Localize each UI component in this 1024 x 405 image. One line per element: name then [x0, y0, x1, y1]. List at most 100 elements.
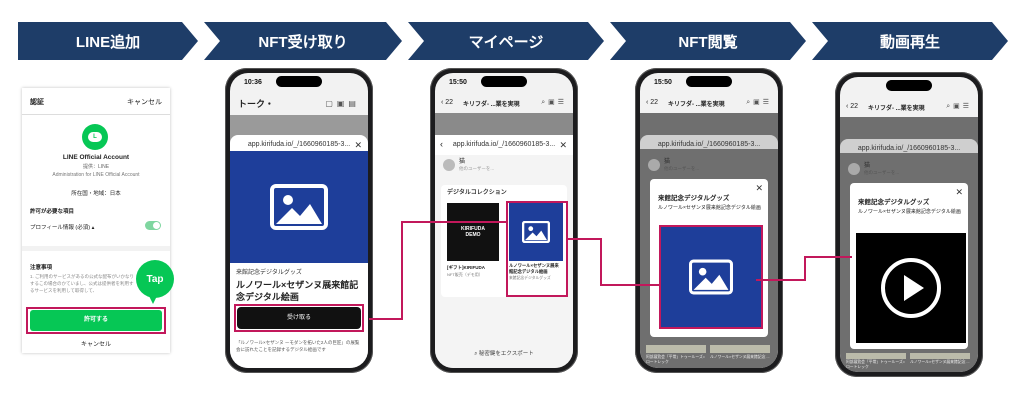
auth-cancel-link[interactable]: キャンセル [127, 99, 162, 106]
auth-title: 認証 [30, 99, 44, 106]
nav-back[interactable]: ‹ 22 [646, 99, 659, 106]
status-time: 10:36 [244, 79, 262, 86]
url-text: app.kirifuda.io/_/1660960185-3... [657, 141, 761, 148]
nav-title: キリフダ- ...業を実現 [868, 106, 925, 112]
step-label: マイページ [468, 33, 544, 51]
avatar [648, 159, 660, 171]
collection-card: デジタルコレクション KIRIFUDA DEMO [ギフト]KIRIFUDA N… [441, 185, 567, 297]
profile-toggle[interactable] [145, 221, 161, 230]
step-nft-receive: NFT受け取り [204, 22, 402, 60]
avatar [848, 163, 860, 175]
divider [22, 246, 170, 251]
status-time: 15:50 [654, 79, 672, 86]
nft-title: ルノワール×セザンヌ展来館記念デジタル絵画 [858, 209, 961, 215]
card1-sub: NFT販売（デモ用） [447, 272, 483, 277]
nft-sheet: app.kirifuda.io/_/1660960185-3... ✕ 来館記念… [230, 135, 368, 368]
notch [886, 80, 932, 91]
connector-line [566, 238, 602, 240]
allow-highlight [26, 307, 166, 334]
card2-image[interactable] [509, 203, 563, 261]
status-time: 15:50 [449, 79, 467, 86]
card1-image[interactable]: KIRIFUDA DEMO [447, 203, 499, 261]
user-sub: 他のユーザーを... [664, 166, 700, 171]
allow-button[interactable]: 許可する [30, 310, 162, 331]
connector-line [600, 284, 660, 286]
nav-title: キリフダ- ...業を実現 [668, 102, 725, 108]
bottom-thumb-2 [910, 353, 970, 359]
footer-note: 「ルノワール×セザンヌ ーモダンを拓いた2人の巨匠」の展覧会に訪れたことを記録す… [236, 340, 360, 352]
screen: 15:50 ‹ 22 キリフダ- ...業を実現 ⌕▣☰ app.kirifud… [435, 73, 573, 368]
connector-line [369, 318, 403, 320]
nav-icons: ⌕▣☰ [946, 103, 972, 110]
screen: ‹ 22 キリフダ- ...業を実現 ⌕▣☰ app.kirifuda.io/_… [840, 77, 978, 372]
collection-label: デジタルコレクション [447, 190, 507, 196]
tap-pointer [147, 292, 159, 304]
avatar [443, 159, 455, 171]
url-bar: app.kirifuda.io/_/1660960185-3... [840, 139, 978, 153]
nft-title: ルノワール×セザンヌ展来館記念デジタル絵画 [236, 280, 359, 302]
step-mypage: マイページ [408, 22, 604, 60]
export-key[interactable]: ⌕ 秘密鍵をエクスポート [474, 351, 534, 357]
nft-image [661, 227, 761, 327]
image-placeholder-icon [522, 221, 550, 243]
nft-modal: ✕ 来館記念デジタルグッズ ルノワール×セザンヌ展来館記念デジタル絵画 [650, 179, 768, 337]
back-count: 22 [650, 99, 659, 106]
user-name: 猫 [864, 163, 871, 169]
back-count: 22 [850, 103, 859, 110]
line-logo-icon: L [82, 124, 108, 150]
close-icon[interactable]: ✕ [955, 187, 963, 197]
connector-line [804, 256, 852, 258]
profile-permission: プロフィール情報 (必須) ▴ [30, 225, 95, 231]
status-bar: 10:36 [230, 73, 368, 91]
nav-back[interactable]: ‹ 22 [441, 99, 454, 106]
bottom-caption-2: ルノワール×セザンヌ展来館記念 ... [710, 355, 770, 359]
step-label: NFT受け取り [258, 33, 348, 51]
notch [481, 76, 527, 87]
url-bar: app.kirifuda.io/_/1660960185-3... [640, 135, 778, 149]
phone-nft-view: 15:50 ‹ 22 キリフダ- ...業を実現 ⌕▣☰ app.kirifud… [635, 68, 783, 373]
bottom-thumb-2 [710, 345, 770, 353]
cancel-button[interactable]: キャンセル [80, 342, 111, 348]
bottom-thumb-1 [646, 345, 706, 353]
mypage-sheet: app.kirifuda.io/_/1660960185-3... ‹ ✕ 猫 … [435, 135, 573, 368]
bottom-caption-2: ルノワール×セザンヌ展来館記念 ... [910, 360, 970, 364]
phone-nft-receive: 10:36 トーク・ ▢▣▤ app.kirifuda.io/_/1660960… [225, 68, 373, 373]
tap-badge: Tap [136, 260, 174, 298]
connector-line [600, 238, 602, 286]
required-label: 許可が必要な項目 [30, 209, 75, 215]
bottom-caption-1: 阿部展覧会「平常」トゥールーズ=ロートレック [846, 360, 905, 369]
receive-button[interactable]: 受け取る [237, 307, 361, 329]
screen: 15:50 ‹ 22 キリフダ- ...業を実現 ⌕▣☰ app.kirifud… [640, 73, 778, 368]
step-nft-view: NFT閲覧 [610, 22, 806, 60]
card2-title: ルノワール×セザンヌ展来館記念デジタル絵画 [509, 263, 559, 274]
card2-sub: 来館記念デジタルグッズ [509, 276, 551, 280]
export-label: 秘密鍵をエクスポート [478, 351, 534, 357]
url-bar: app.kirifuda.io/_/1660960185-3... [435, 135, 573, 155]
step-label: 動画再生 [879, 33, 940, 51]
url-bar: app.kirifuda.io/_/1660960185-3... [247, 141, 351, 148]
video-player[interactable] [856, 233, 966, 343]
status-bar: 15:50 [435, 73, 573, 91]
close-icon[interactable]: ✕ [755, 183, 763, 193]
card2-highlight [506, 201, 568, 297]
card1-title: [ギフト]KIRIFUDA [447, 265, 485, 270]
step-line-add: LINE追加 [18, 22, 198, 60]
connector-line [401, 221, 507, 223]
nav-icons: ⌕▣☰ [746, 99, 772, 106]
nav-back[interactable]: ‹ 22 [846, 103, 859, 110]
account-name: LINE Official Account [62, 154, 130, 161]
line-auth-screen: 認証 キャンセル L LINE Official Account 提供：LINE… [22, 88, 174, 353]
step-label: LINE追加 [75, 33, 141, 51]
back-arrow-icon[interactable]: ‹ [440, 139, 443, 149]
chat-title: トーク・ [238, 99, 274, 109]
nft-category: 来館記念デジタルグッズ [236, 270, 302, 276]
user-name: 猫 [664, 159, 671, 165]
notch [686, 76, 732, 87]
receive-highlight [234, 304, 364, 332]
close-icon[interactable]: ✕ [354, 140, 362, 150]
image-placeholder-icon [689, 259, 733, 295]
notes-label: 注意事項 [30, 265, 53, 271]
bottom-thumb-1 [846, 353, 906, 359]
nav-title: キリフダ- ...業を実現 [463, 102, 520, 108]
close-icon[interactable]: ✕ [559, 140, 567, 150]
